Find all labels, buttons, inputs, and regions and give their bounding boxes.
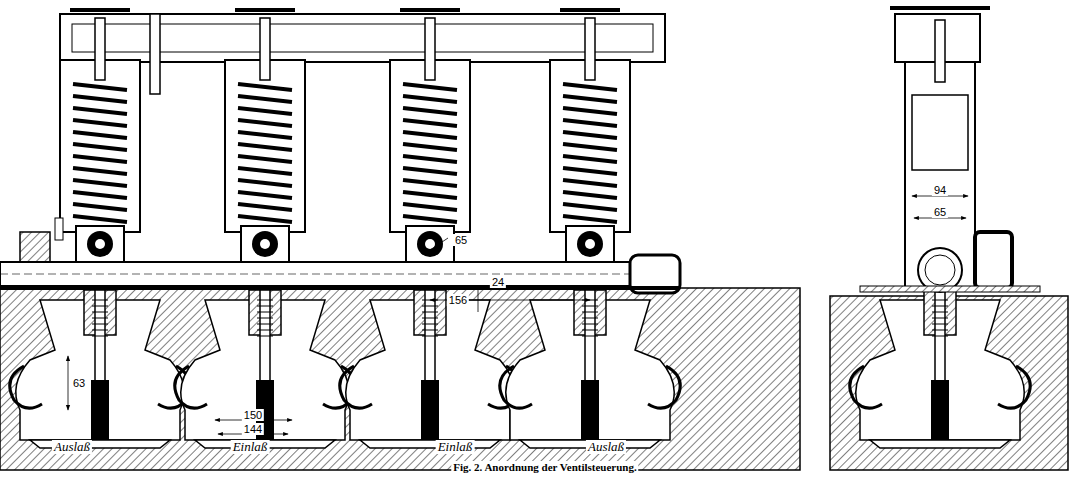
port-label: Einlaß: [436, 440, 475, 454]
dimension-label: 63: [71, 377, 87, 389]
port-label: Einlaß: [231, 440, 270, 454]
dimension-label: 65: [932, 206, 948, 218]
port-label: Auslaß: [52, 440, 92, 454]
dimension-label: 94: [932, 184, 948, 196]
port-label: Auslaß: [586, 440, 626, 454]
dimension-label: 65: [453, 234, 469, 246]
figure-caption: Fig. 2. Anordnung der Ventilsteuerung.: [451, 461, 638, 473]
dimension-label: 156: [447, 294, 469, 306]
dimension-label: 24: [490, 276, 506, 288]
dimension-label: 144: [242, 423, 264, 435]
dimension-label: 150: [242, 409, 264, 421]
